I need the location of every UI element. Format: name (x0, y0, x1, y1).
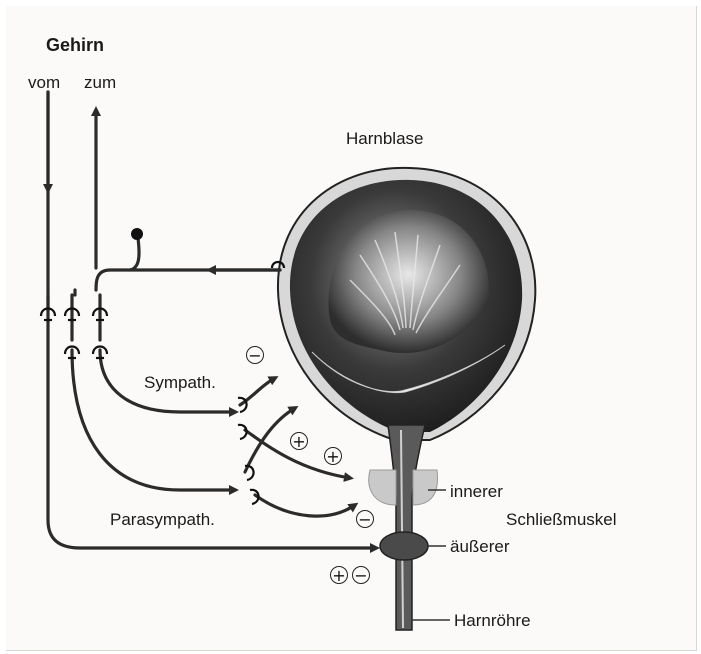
inner-sphincter-label: innerer (450, 483, 503, 500)
bladder-label: Harnblase (346, 130, 424, 147)
to-brain-label: zum (84, 74, 116, 91)
sphincter-label: Schließmuskel (506, 511, 617, 528)
bladder (278, 168, 535, 630)
inhibit-sign-sympathetic: − (246, 346, 264, 364)
inhibit-sign-inner-sphincter: − (356, 510, 374, 528)
sympathetic-label: Sympath. (144, 374, 216, 391)
urethra-label: Harnröhre (454, 612, 531, 629)
inhibit-sign-outer-sphincter: − (352, 566, 370, 584)
excite-sign-detrusor: + (290, 432, 308, 450)
excite-sign-inner-sphincter: + (324, 447, 342, 465)
excite-sign-outer-sphincter: + (330, 566, 348, 584)
parasympathetic-label: Parasympath. (110, 511, 215, 528)
from-brain-label: vom (28, 74, 60, 91)
brain-label: Gehirn (46, 36, 104, 54)
outer-sphincter-label: äußerer (450, 538, 510, 555)
